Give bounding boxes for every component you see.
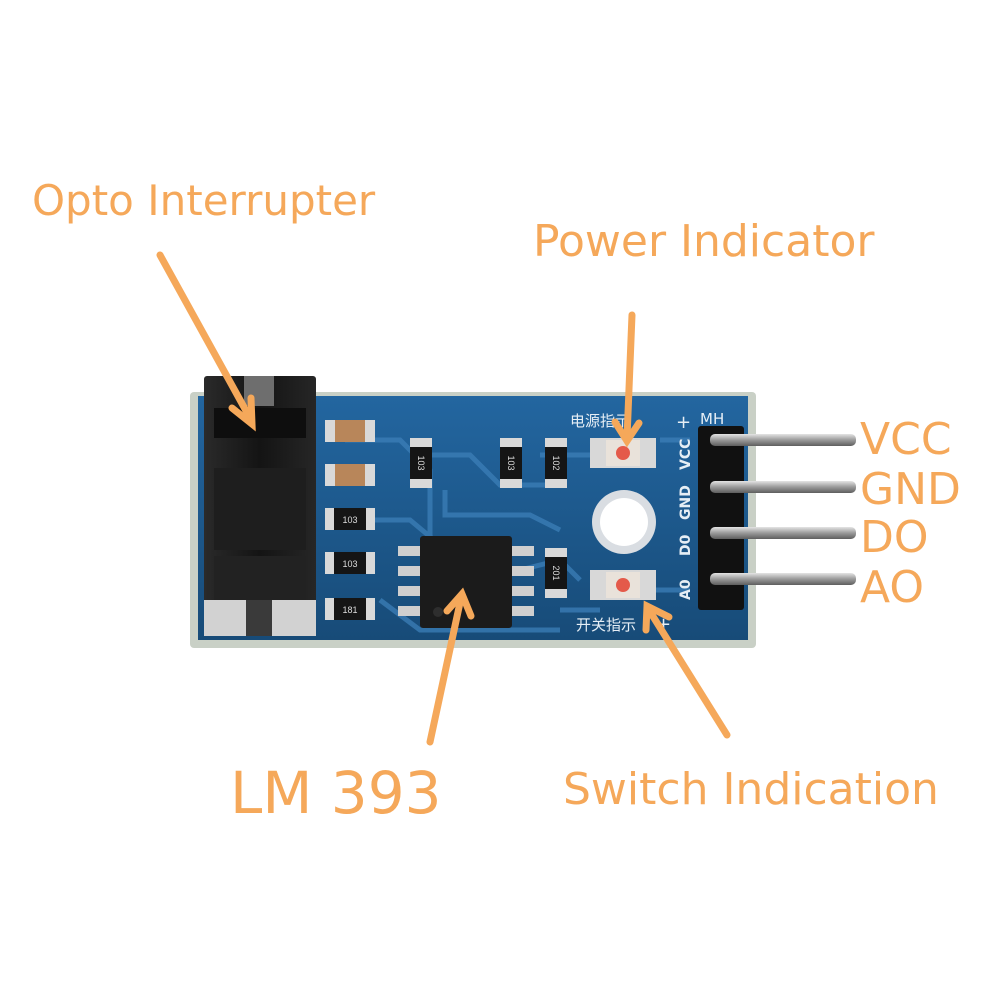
pin-label-vcc: VCC: [860, 414, 952, 465]
resistor-1: 103: [325, 508, 375, 530]
switch-indication-label: Switch Indication: [563, 764, 939, 815]
pin-gnd: [710, 481, 856, 493]
resistor-5: 103: [500, 438, 522, 488]
pin-ao: [710, 573, 856, 585]
resistor-3-code: 181: [342, 605, 357, 615]
ic-pins-left: [398, 546, 422, 616]
arrow-opto: [156, 251, 256, 432]
opto-interrupter-housing: [204, 376, 316, 636]
resistor-5-code: 103: [506, 455, 516, 470]
lm393-chip: [398, 536, 534, 628]
opto-interrupter-label: Opto Interrupter: [32, 176, 376, 225]
resistor-7-code: 201: [551, 565, 561, 580]
arrow-lm393: [426, 587, 475, 746]
pin-label-ao: AO: [860, 562, 924, 613]
smd-components-left: 103 103 181: [325, 420, 375, 620]
pin-do: [710, 527, 856, 539]
pin-header: [698, 426, 856, 610]
silk-a0: A0: [678, 579, 694, 600]
resistor-6-code: 102: [551, 455, 561, 470]
resistor-4: 103: [410, 438, 432, 488]
pin-vcc: [710, 434, 856, 446]
lm393-label: LM 393: [230, 759, 442, 827]
callout-arrows: [156, 251, 731, 746]
power-led: 电源指示 +: [570, 412, 691, 468]
header-label: MH: [700, 410, 724, 428]
silk-d0: D0: [678, 534, 694, 556]
resistor-2-code: 103: [342, 559, 357, 569]
switch-led-silkscreen: 开关指示: [576, 616, 636, 634]
resistor-1-code: 103: [342, 515, 357, 525]
ic-pin1-dot: [433, 607, 443, 617]
smd-components-middle: 103 103 102 201: [410, 438, 567, 598]
arrow-switch: [642, 600, 731, 739]
resistor-7: 201: [545, 548, 567, 598]
header-silkscreen: MH VCC GND D0 A0: [678, 410, 724, 600]
pin-label-do: DO: [860, 512, 929, 563]
resistor-3: 181: [325, 598, 375, 620]
pin-header-housing: [698, 426, 744, 610]
resistor-6: 102: [545, 438, 567, 488]
power-led-plus: +: [676, 412, 691, 433]
power-indicator-label: Power Indicator: [533, 216, 875, 267]
ic-pins-right: [510, 546, 534, 616]
arrow-power: [611, 311, 643, 448]
mounting-hole: [592, 490, 656, 554]
resistor-2: 103: [325, 552, 375, 574]
capacitor-1: [325, 420, 375, 442]
capacitor-2: [325, 464, 375, 486]
resistor-4-code: 103: [416, 455, 426, 470]
silk-vcc: VCC: [678, 439, 694, 470]
ic-body: [420, 536, 512, 628]
silk-gnd: GND: [678, 485, 694, 520]
pin-label-gnd: GND: [860, 464, 961, 515]
